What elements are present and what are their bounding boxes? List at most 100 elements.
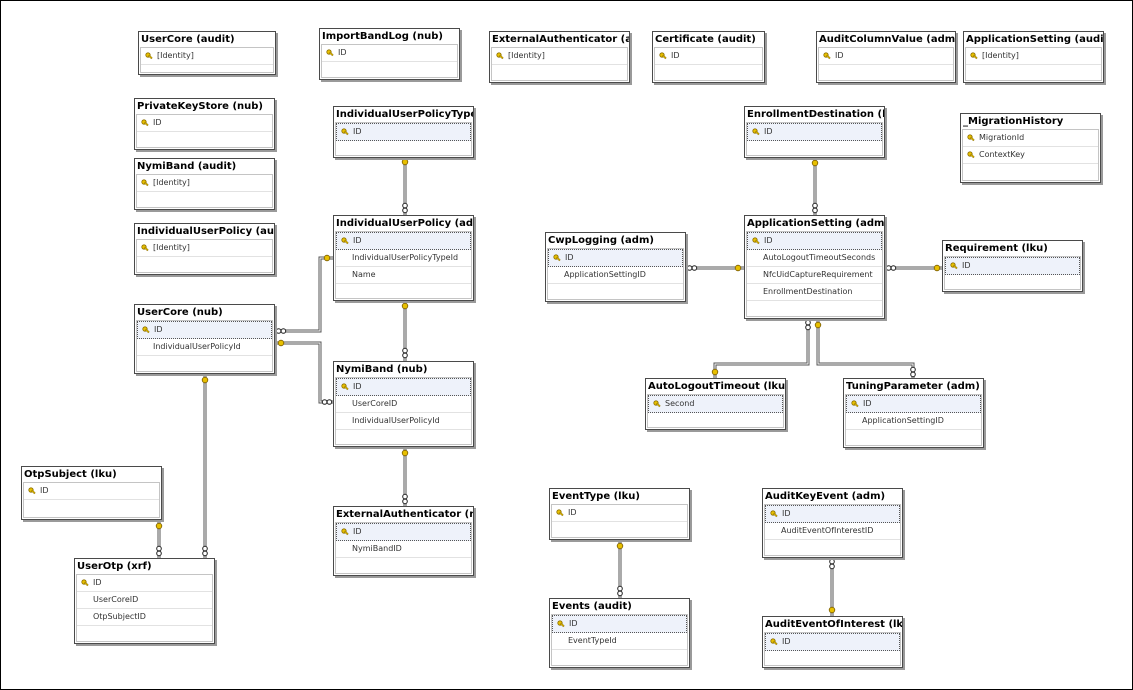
column-name: ID [568,508,577,517]
column-row[interactable]: ID [24,483,159,500]
column-row[interactable]: ID [552,615,687,633]
table-individualuserpolicytype-lku[interactable]: IndividualUserPolicyType (lku)ID [333,106,474,158]
column-row[interactable]: ID [336,232,471,250]
column-row[interactable]: ID [846,395,981,413]
column-row[interactable]: [Identity] [137,175,272,192]
column-row[interactable]: ID [747,123,882,141]
table-autologouttimeout-lku[interactable]: AutoLogoutTimeout (lku) Second [645,378,786,430]
relationship-line[interactable] [275,256,333,333]
column-row[interactable]: ID [655,48,762,65]
column-row[interactable]: [Identity] [492,48,627,65]
relationship-line-inner [275,342,333,403]
table-eventtype-lku[interactable]: EventType (lku)ID [549,488,690,540]
column-name: ID [863,399,872,408]
table-title: _MigrationHistory [963,116,1064,127]
column-row[interactable]: EventTypeId [552,633,687,650]
column-row[interactable]: ID [945,257,1080,275]
column-row[interactable]: IndividualUserPolicyTypeId [336,250,471,267]
column-row[interactable]: AutoLogoutTimeoutSeconds [747,250,882,267]
column-row[interactable]: IndividualUserPolicyId [137,339,272,356]
one-end-key-icon [401,449,409,457]
table-nymiband-audit[interactable]: NymiBand (audit)[Identity] [134,158,275,210]
table-otpsubject-lku[interactable]: OtpSubject (lku)ID [21,466,162,520]
column-row[interactable]: [Identity] [141,48,273,65]
column-row[interactable]: ID [819,48,953,65]
column-list: ID [23,482,160,518]
column-row[interactable]: MigrationId [963,130,1098,147]
table-title: AuditColumnValue (adm) [819,34,955,45]
column-row[interactable]: ID [548,249,683,267]
table-title: AutoLogoutTimeout (lku) [648,381,785,392]
column-row[interactable]: ID [765,505,900,523]
column-row[interactable]: ID [137,115,272,132]
column-row[interactable]: Second [648,395,783,413]
key-icon [950,262,958,270]
column-name: ID [353,382,362,391]
relationship-line[interactable] [275,341,333,404]
column-name: Second [665,399,695,408]
table-usercore-audit[interactable]: UserCore (audit)[Identity] [138,31,276,75]
table-auditcolumnvalue-adm[interactable]: AuditColumnValue (adm) ID [816,31,956,83]
table-title: PrivateKeyStore (nub) [137,101,263,112]
many-end-icon [829,558,835,570]
table-enrollmentdestination-lku[interactable]: EnrollmentDestination (lku)ID [744,106,885,158]
column-row[interactable]: [Identity] [137,240,272,257]
column-row[interactable]: NfcUidCaptureRequirement [747,267,882,284]
column-row[interactable]: ID [322,45,457,62]
column-name: [Identity] [153,243,190,252]
column-row[interactable]: ID [747,232,882,250]
column-name: [Identity] [153,178,190,187]
column-row[interactable]: ID [137,321,272,339]
column-row[interactable]: ID [765,633,900,651]
table-title: ApplicationSetting (adm) [747,218,884,229]
key-icon [81,579,89,587]
column-row[interactable]: ID [552,505,687,522]
table-privatekeystore-nub[interactable]: PrivateKeyStore (nub) ID [134,98,275,150]
column-row[interactable]: ApplicationSettingID [548,267,683,284]
column-row[interactable]: IndividualUserPolicyId [336,413,471,430]
column-row[interactable]: [Identity] [966,48,1101,65]
column-row[interactable]: ID [77,575,212,592]
column-name: IndividualUserPolicyId [352,416,440,425]
column-row[interactable]: OtpSubjectID [77,609,212,626]
column-row[interactable]: ContextKey [963,147,1098,164]
table-individualuserpolicy-audit[interactable]: IndividualUserPolicy (audit)[Identity] [134,223,275,275]
column-row[interactable]: ApplicationSettingID [846,413,981,430]
table-auditeventofinterest-lku[interactable]: AuditEventOfInterest (lku)ID [762,616,903,668]
table-certificate-audit[interactable]: Certificate (audit)ID [652,31,765,83]
column-row[interactable]: NymiBandID [336,541,471,558]
column-name: ApplicationSettingID [862,416,944,425]
table-requirement-lku[interactable]: Requirement (lku)ID [942,240,1083,292]
column-list: ID [321,44,458,78]
column-row[interactable]: ID [336,523,471,541]
column-row[interactable]: UserCoreID [77,592,212,609]
column-row[interactable]: UserCoreID [336,396,471,413]
key-icon [496,52,504,60]
table-importbandlog-nub[interactable]: ImportBandLog (nub)ID [319,28,460,80]
relationship-line[interactable] [816,319,915,378]
table-applicationsetting-audit[interactable]: ApplicationSetting (audit)[Identity] [963,31,1104,83]
table-externalauthenticator-audit[interactable]: ExternalAuthenticator (audit)[Identity] [489,31,630,83]
column-row[interactable]: AuditEventOfInterestID [765,523,900,540]
table-title: UserOtp (xrf) [77,561,152,572]
many-end-icon [910,366,916,378]
column-list: [Identity] [491,47,628,81]
column-row[interactable]: ID [336,123,471,141]
column-row[interactable]: ID [336,378,471,396]
column-row[interactable]: EnrollmentDestination [747,284,882,301]
column-row[interactable]: Name [336,267,471,284]
relationship-line[interactable] [713,319,810,378]
